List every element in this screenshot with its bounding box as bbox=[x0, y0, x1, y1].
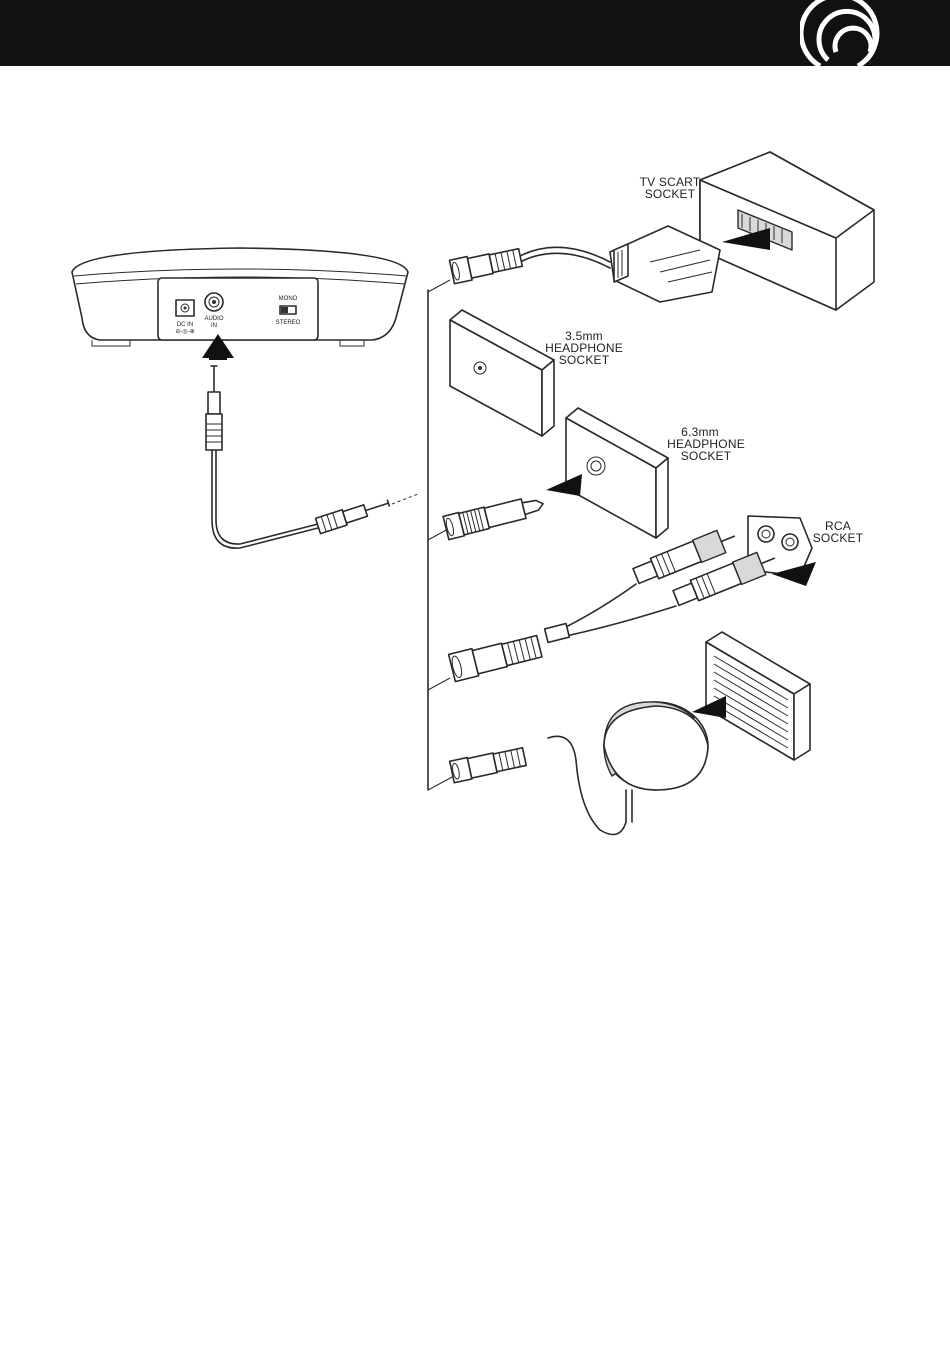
jack-adapter-icon bbox=[443, 492, 546, 539]
headphone-35-label-3: SOCKET bbox=[559, 353, 610, 367]
transmitter-unit: DC IN ⊖-◎-⊕ AUDIO IN MONO STEREO bbox=[72, 248, 408, 346]
rca-label-2: SOCKET bbox=[813, 531, 864, 545]
speaker-grille bbox=[706, 632, 810, 760]
plug-in-arrow-icon bbox=[546, 474, 582, 496]
microphone-adapter-icon bbox=[450, 702, 708, 835]
switch-mono-label: MONO bbox=[279, 296, 298, 302]
audio-in-label: AUDIO bbox=[204, 316, 223, 322]
headphone-63-label-3: SOCKET bbox=[681, 449, 732, 463]
svg-text:⊖-◎-⊕: ⊖-◎-⊕ bbox=[175, 329, 194, 335]
dc-in-label: DC IN bbox=[177, 322, 193, 328]
tv-scart-label-2: SOCKET bbox=[645, 187, 696, 201]
headphone-63-socket: 6.3mm HEADPHONE SOCKET bbox=[566, 408, 745, 538]
scart-adapter-icon bbox=[450, 226, 720, 302]
jack-plug-icon bbox=[206, 366, 418, 548]
switch-stereo-label: STEREO bbox=[276, 320, 301, 326]
audio-in-label-2: IN bbox=[211, 323, 217, 329]
headphone-35-socket: 3.5mm HEADPHONE SOCKET bbox=[450, 310, 623, 436]
